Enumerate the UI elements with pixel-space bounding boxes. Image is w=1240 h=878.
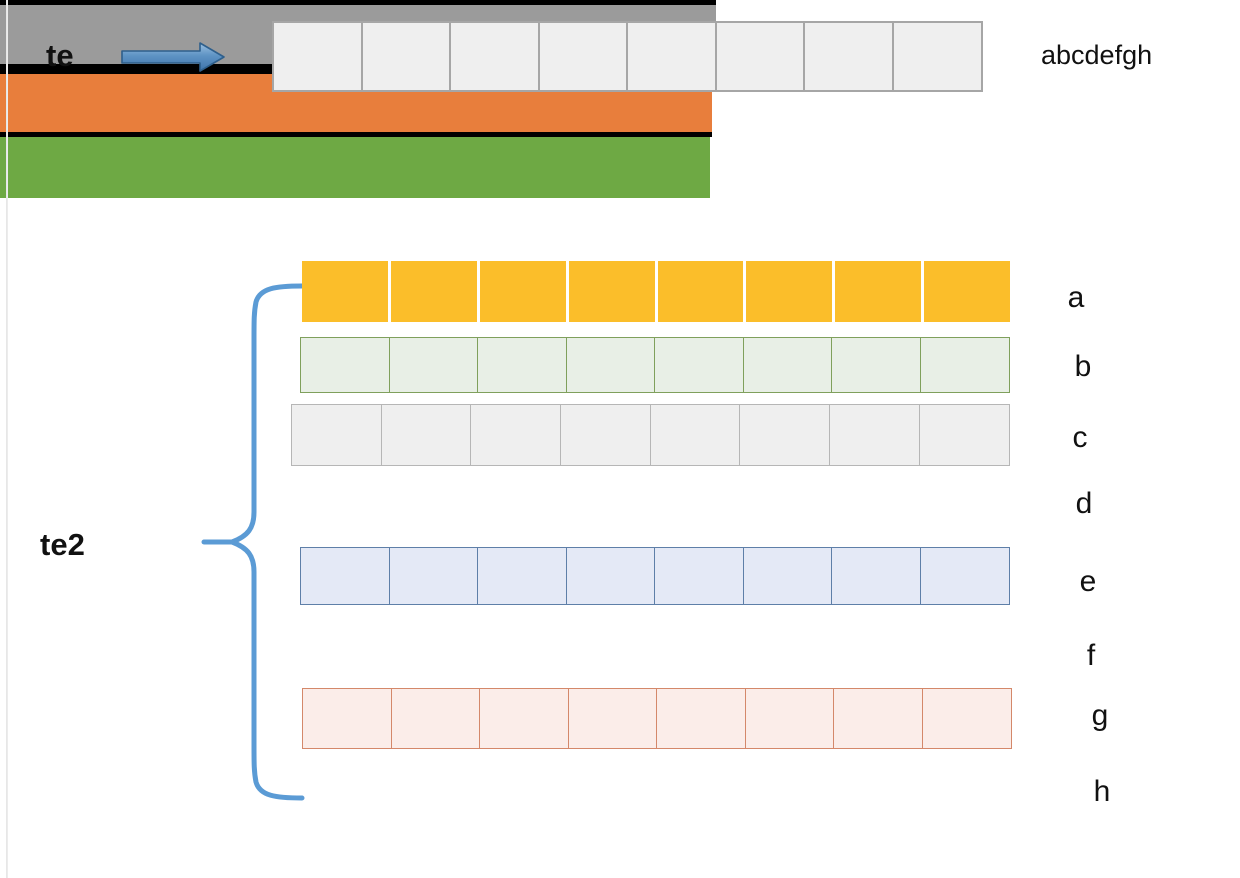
top-strip-cell	[537, 21, 629, 92]
row-b	[300, 337, 1010, 393]
right-arrow-icon	[120, 40, 230, 74]
row-b-cell	[300, 337, 391, 393]
row-e-cell	[477, 547, 568, 605]
row-e-cell	[742, 547, 833, 605]
row-a-cell	[479, 261, 566, 322]
row-c-cell	[828, 404, 921, 466]
row-a-cell	[302, 261, 388, 322]
row-c-cell	[380, 404, 473, 466]
row-label-f: f	[1086, 639, 1096, 672]
row-label-e: e	[1079, 565, 1097, 598]
top-strip-cell	[449, 21, 541, 92]
top-strip-cell	[360, 21, 452, 92]
top-strip-cell	[891, 21, 983, 92]
row-a-cell	[390, 261, 477, 322]
row-label-b: b	[1074, 350, 1092, 383]
row-g-cell	[656, 688, 747, 749]
row-h	[0, 137, 710, 198]
row-a-cell	[746, 261, 833, 322]
label-te2: te2	[40, 527, 85, 562]
row-e	[300, 547, 1011, 605]
row-label-c: c	[1072, 421, 1088, 454]
row-b-cell	[388, 337, 479, 393]
row-label-d: d	[1075, 487, 1093, 520]
row-a-cell	[924, 261, 1010, 322]
row-a	[302, 261, 1010, 322]
row-b-cell	[477, 337, 568, 393]
row-c-cell	[291, 404, 383, 466]
row-e-cell	[654, 547, 745, 605]
top-strip-cell	[626, 21, 718, 92]
row-c-cell	[559, 404, 652, 466]
row-g-cell	[833, 688, 924, 749]
label-te: te	[46, 38, 74, 73]
top-strip-cell	[272, 21, 364, 92]
row-g-cell	[921, 688, 1013, 749]
top-strip-cell	[803, 21, 895, 92]
row-c-cell	[470, 404, 562, 466]
row-g-cell	[479, 688, 570, 749]
row-e-cell	[831, 547, 922, 605]
top-strip-row	[272, 21, 983, 92]
row-g-cell	[390, 688, 481, 749]
row-c-cell	[649, 404, 742, 466]
row-g-cell	[744, 688, 835, 749]
row-c	[291, 404, 1011, 466]
row-a-cell	[835, 261, 922, 322]
row-c-cell	[918, 404, 1011, 466]
row-e-cell	[388, 547, 479, 605]
row-g-cell	[567, 688, 658, 749]
row-g	[302, 688, 1013, 749]
page-edge-divider	[6, 0, 8, 878]
row-b-cell	[919, 337, 1010, 393]
row-label-h: h	[1093, 775, 1111, 808]
row-b-cell	[565, 337, 656, 393]
row-b-cell	[831, 337, 922, 393]
row-a-cell	[657, 261, 744, 322]
curly-brace-icon	[198, 280, 308, 805]
row-b-cell	[742, 337, 833, 393]
top-strip-cell	[714, 21, 806, 92]
row-c-cell	[739, 404, 831, 466]
label-abcdefgh: abcdefgh	[1041, 40, 1153, 70]
row-e-cell	[565, 547, 656, 605]
row-label-a: a	[1067, 281, 1085, 314]
row-e-cell	[919, 547, 1011, 605]
row-label-g: g	[1091, 699, 1109, 732]
row-b-cell	[654, 337, 745, 393]
row-a-cell	[568, 261, 655, 322]
row-g-cell	[302, 688, 393, 749]
row-e-cell	[300, 547, 391, 605]
